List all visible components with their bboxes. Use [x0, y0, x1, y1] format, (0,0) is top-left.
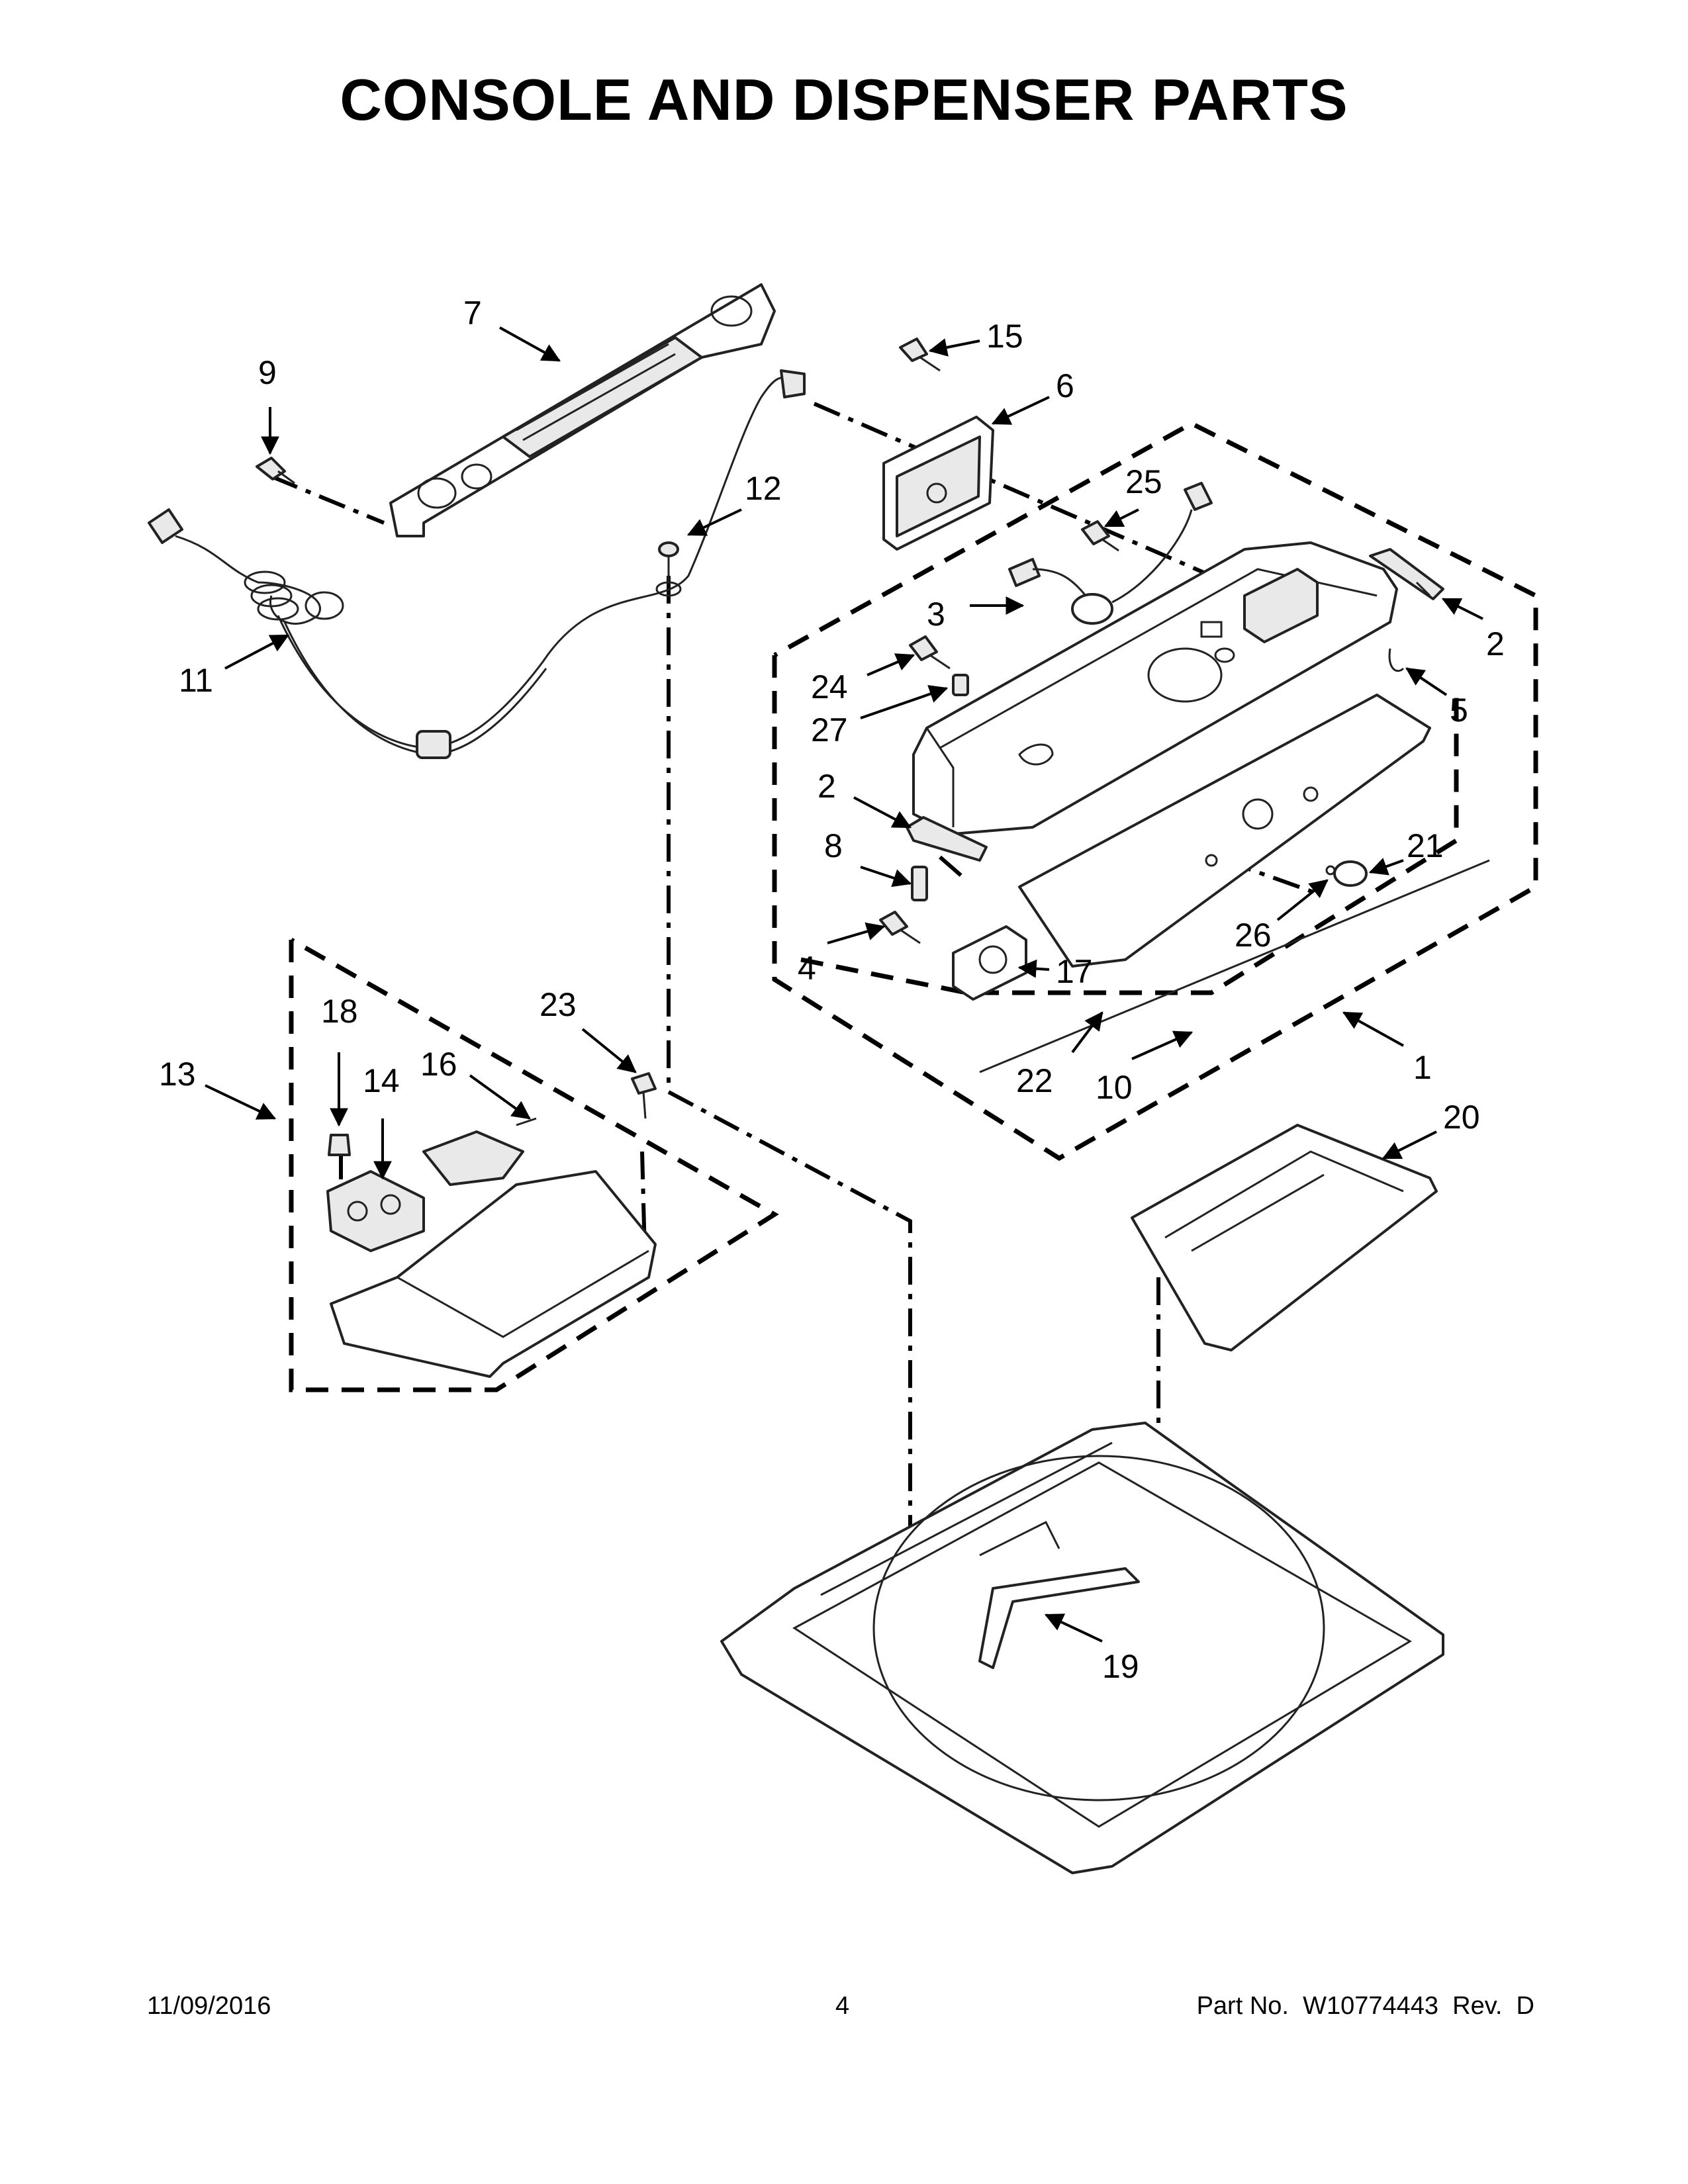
- callout-22: 22: [1016, 1062, 1053, 1099]
- strip-part-10: [979, 859, 1490, 1073]
- valve-assembly-outline: [289, 937, 779, 1392]
- leader-arrows: [205, 326, 1483, 1643]
- callout-14: 14: [363, 1062, 400, 1099]
- callout-4: 4: [798, 950, 816, 987]
- callout-5: 5: [1450, 692, 1468, 729]
- screw-part-24: [909, 635, 951, 670]
- console-assembly-outline: [772, 421, 1538, 1161]
- power-cord-part-11: [148, 369, 806, 759]
- callout-17: 17: [1056, 953, 1093, 990]
- callout-6: 6: [1056, 367, 1074, 404]
- callout-7: 7: [463, 295, 482, 332]
- clip-part-5: [1388, 648, 1405, 672]
- bracket-part-2-left: [906, 816, 988, 862]
- callout-1: 1: [1413, 1049, 1432, 1086]
- screw-part-23: [631, 1072, 657, 1119]
- callout-15: 15: [986, 318, 1023, 355]
- callout-23: 23: [539, 986, 577, 1023]
- footer-part-number: Part No. W10774443 Rev. D: [1196, 1992, 1534, 2020]
- callout-10: 10: [1096, 1069, 1133, 1106]
- page-title: CONSOLE AND DISPENSER PARTS: [340, 67, 1348, 132]
- callout-26: 26: [1235, 917, 1272, 954]
- screw-part-18: [328, 1134, 351, 1156]
- callout-2-right: 2: [1486, 625, 1505, 662]
- callout-16: 16: [420, 1046, 457, 1083]
- callout-3: 3: [927, 596, 945, 633]
- callout-2-left: 2: [818, 768, 836, 805]
- valve-bracket: [330, 1170, 657, 1378]
- callout-25: 25: [1125, 463, 1162, 500]
- screw-part-25: [1081, 520, 1119, 552]
- dispenser-drawer-part-20: [1131, 1124, 1438, 1351]
- console-subassembly-outline: [800, 688, 1459, 995]
- callout-8: 8: [824, 827, 843, 864]
- bracket-part-19: [978, 1567, 1140, 1669]
- control-board-part-6: [882, 416, 994, 551]
- washer-top: [720, 1422, 1444, 1874]
- screw-part-9: [256, 457, 295, 484]
- callout-9: 9: [258, 354, 277, 391]
- console-panel: [912, 541, 1398, 835]
- callout-27: 27: [811, 711, 848, 749]
- screw-part-8: [911, 866, 928, 901]
- ground-screw-part-12: [655, 541, 682, 597]
- console-trim-part-7: [389, 283, 776, 537]
- clip-part-27: [952, 674, 969, 696]
- screw-part-15: [899, 338, 941, 372]
- callout-21: 21: [1407, 827, 1444, 864]
- switch-part-3: [1008, 482, 1213, 625]
- callout-labels: 7 9 11 12 15 6 25 3 2 5 24 27 2 8 4 17 2…: [159, 295, 1505, 1685]
- callout-13: 13: [159, 1056, 196, 1093]
- footer-date: 11/09/2016: [147, 1992, 271, 2020]
- screw-part-4: [879, 911, 921, 944]
- footer-page-number: 4: [835, 1992, 850, 2020]
- module-part-17: [952, 925, 1027, 1001]
- callout-18: 18: [321, 993, 358, 1030]
- callout-12: 12: [745, 470, 782, 507]
- bracket-part-2-right: [1369, 548, 1444, 600]
- display-panel-part-22: [1018, 694, 1431, 968]
- callout-20: 20: [1443, 1099, 1480, 1136]
- callout-24: 24: [811, 668, 848, 705]
- callout-11: 11: [179, 662, 213, 699]
- callout-19: 19: [1102, 1648, 1139, 1685]
- wire-harness-part-16: [422, 1117, 537, 1186]
- water-valve-part-14: [326, 1170, 425, 1252]
